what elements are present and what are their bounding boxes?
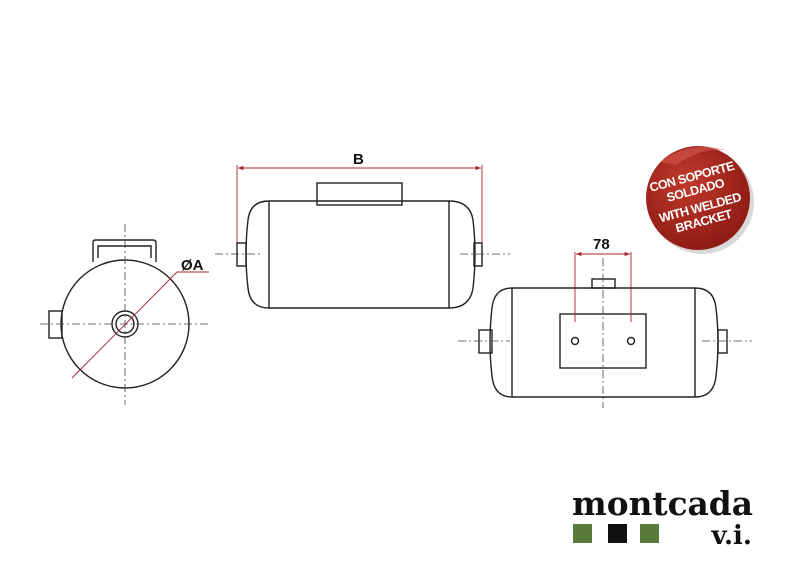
logo-suffix: v.i. xyxy=(711,521,752,551)
top-view: 78 xyxy=(458,236,752,408)
logo-square-green xyxy=(573,524,592,543)
end-view: ØA xyxy=(40,224,210,405)
diameter-label: ØA xyxy=(181,257,204,274)
logo-square-black xyxy=(608,524,627,543)
logo-name: montcada xyxy=(572,484,753,523)
montcada-logo: montcada v.i. xyxy=(572,484,753,551)
welded-bracket-badge: CON SOPORTE SOLDADO WITH WELDED BRACKET xyxy=(646,146,754,254)
bracket-spacing-label: 78 xyxy=(593,236,610,253)
logo-square-green xyxy=(640,524,659,543)
side-view: B xyxy=(215,151,510,309)
length-label: B xyxy=(353,151,364,168)
